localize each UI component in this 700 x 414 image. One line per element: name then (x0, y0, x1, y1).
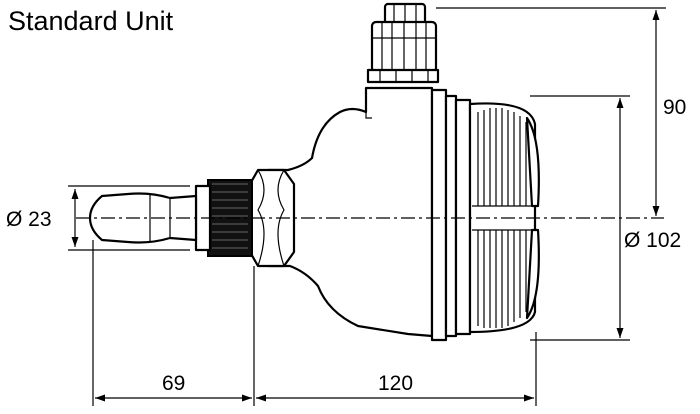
dim-height-top: 90 (663, 96, 686, 119)
dimension-arrows (71, 9, 660, 402)
dim-diameter-body: Ø 102 (624, 229, 681, 252)
dim-length-body: 120 (378, 372, 413, 395)
dim-diameter-outlet: Ø 23 (6, 208, 52, 231)
pump-housing (266, 86, 472, 342)
dim-length-outlet: 69 (162, 372, 185, 395)
extension-lines (68, 7, 666, 406)
cable-gland (366, 2, 440, 84)
outlet-nozzle (88, 192, 198, 244)
drawing-title: Standard Unit (8, 6, 174, 36)
